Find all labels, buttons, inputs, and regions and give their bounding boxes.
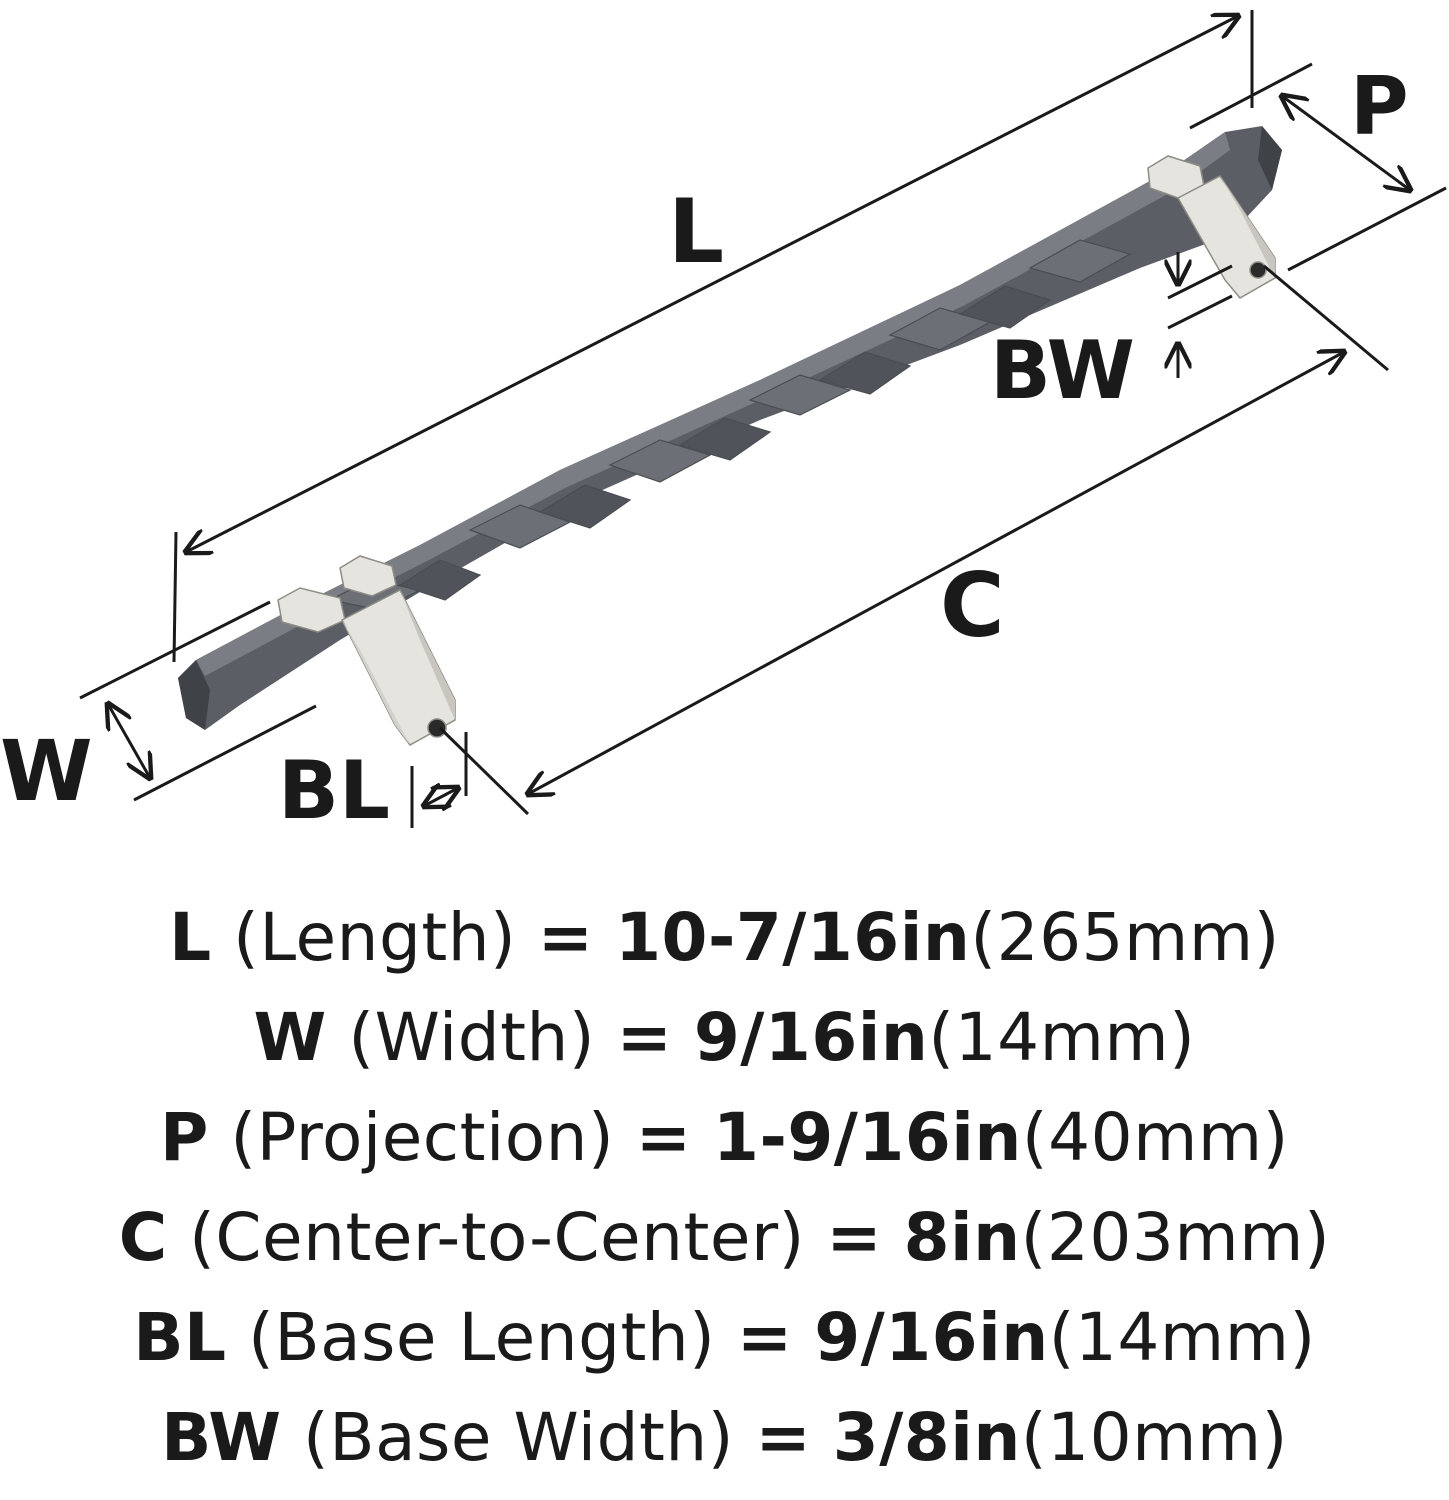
bar-left-end	[178, 660, 210, 730]
c-extension-right	[1263, 264, 1389, 372]
left-base	[277, 555, 456, 746]
spec-metric: (14mm)	[928, 999, 1196, 1076]
pull-dimension-diagram: L P BW C W BL	[0, 10, 1447, 837]
spec-code: P	[160, 1099, 209, 1176]
label-w: W	[0, 722, 93, 820]
spec-metric: (40mm)	[1021, 1099, 1289, 1176]
spec-name: (Length)	[233, 899, 517, 976]
spec-name: (Base Width)	[303, 1399, 734, 1476]
w-extension-top	[79, 600, 271, 700]
spec-equals: =	[736, 1299, 793, 1376]
spec-code: BW	[161, 1399, 282, 1476]
spec-code: C	[118, 1199, 168, 1276]
dimension-lines	[79, 10, 1447, 828]
spec-imperial: 3/8in	[832, 1399, 1021, 1476]
c-dimension-line	[528, 352, 1344, 794]
spec-code: BL	[133, 1299, 227, 1376]
l-extension-left	[172, 531, 178, 663]
right-base-screw-hole	[1249, 261, 1267, 279]
spec-row-base-width: BW (Base Width) = 3/8in(10mm)	[0, 1388, 1449, 1488]
w-dimension-line	[108, 704, 150, 778]
bw-extension-top	[1167, 264, 1233, 300]
spec-metric: (10mm)	[1020, 1399, 1288, 1476]
spec-equals: =	[635, 1099, 692, 1176]
spec-name: (Center-to-Center)	[189, 1199, 805, 1276]
spec-equals: =	[755, 1399, 812, 1476]
l-dimension-line	[186, 16, 1238, 552]
spec-row-projection: P (Projection) = 1-9/16in(40mm)	[0, 1088, 1449, 1188]
left-base-screw-hole	[427, 718, 447, 738]
label-bw: BW	[990, 324, 1135, 417]
spec-row-length: L (Length) = 10-7/16in(265mm)	[0, 888, 1449, 988]
spec-equals: =	[826, 1199, 883, 1276]
label-l: L	[668, 180, 724, 283]
spec-name: (Base Length)	[248, 1299, 716, 1376]
bw-extension-bottom	[1167, 294, 1233, 330]
dimension-spec-list: L (Length) = 10-7/16in(265mm) W (Width) …	[0, 888, 1449, 1488]
spec-metric: (265mm)	[970, 899, 1280, 976]
spec-equals: =	[537, 899, 594, 976]
c-extension-left	[438, 726, 530, 816]
bl-dimension-line	[424, 788, 458, 806]
spec-imperial: 10-7/16in	[615, 899, 971, 976]
spec-imperial: 9/16in	[814, 1299, 1049, 1376]
spec-metric: (203mm)	[1020, 1199, 1331, 1276]
spec-code: W	[253, 999, 327, 1076]
spec-name: (Projection)	[230, 1099, 615, 1176]
spec-imperial: 9/16in	[693, 999, 929, 1076]
spec-row-base-length: BL (Base Length) = 9/16in(14mm)	[0, 1288, 1449, 1388]
spec-code: L	[169, 899, 212, 976]
p-extension-top	[1189, 62, 1313, 130]
pull-bar	[178, 126, 1282, 730]
label-c: C	[940, 554, 1005, 657]
spec-imperial: 8in	[903, 1199, 1021, 1276]
spec-metric: (14mm)	[1048, 1299, 1316, 1376]
spec-name: (Width)	[348, 999, 596, 1076]
w-extension-bottom	[133, 704, 317, 802]
spec-row-width: W (Width) = 9/16in(14mm)	[0, 988, 1449, 1088]
label-bl: BL	[278, 744, 390, 837]
label-p: P	[1350, 60, 1409, 153]
p-dimension-line	[1282, 96, 1410, 190]
p-extension-bottom	[1287, 186, 1447, 272]
spec-imperial: 1-9/16in	[713, 1099, 1022, 1176]
spec-equals: =	[616, 999, 673, 1076]
spec-row-center-to-center: C (Center-to-Center) = 8in(203mm)	[0, 1188, 1449, 1288]
